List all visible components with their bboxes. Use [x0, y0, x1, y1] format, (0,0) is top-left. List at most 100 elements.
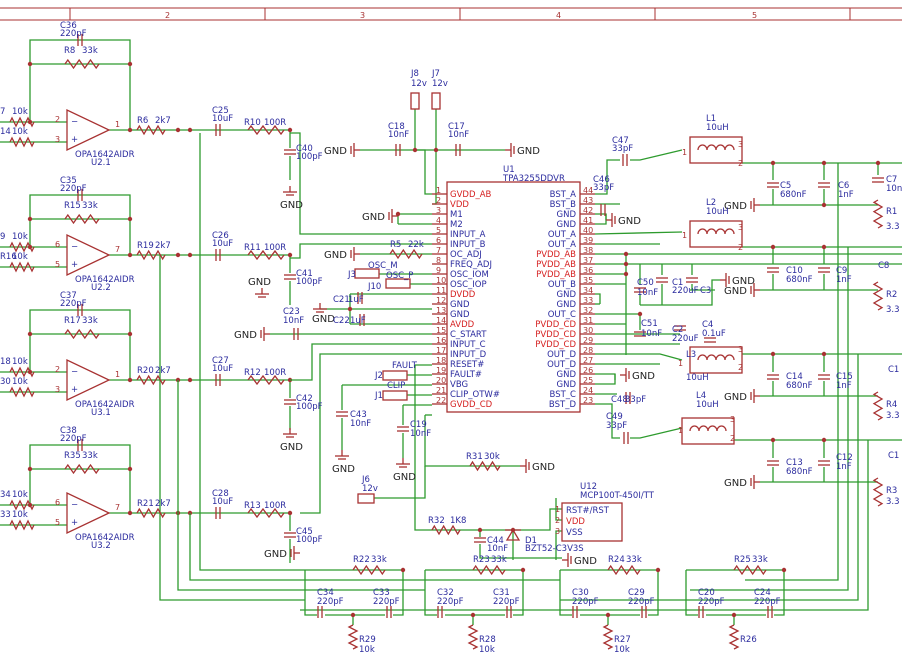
gnd-label: GND [724, 392, 747, 403]
opamp-pin-plus: 3 [55, 385, 60, 394]
resistor-r3 [872, 477, 884, 507]
u12-pin1-num: 1 [555, 505, 560, 514]
input-resistor [9, 499, 35, 511]
junction-dot [623, 251, 629, 257]
u1-pin-num: 31 [583, 316, 593, 325]
wire-layer [0, 39, 902, 625]
u1-pin-num: 32 [583, 306, 593, 315]
u1-pin-num: 24 [583, 386, 593, 395]
gnd-label: GND [324, 250, 347, 261]
inductor-l4 [681, 417, 735, 445]
u1-pin-name: PVDD_CD [535, 330, 576, 340]
label-c47-1: 33pF [612, 144, 633, 154]
label-r15-1: 33k [82, 201, 98, 211]
label-j2-0: J2 [374, 371, 383, 381]
label-c35-0: C35 [60, 176, 77, 186]
label-r30-1: 10k [12, 377, 28, 387]
u1-pin-name: DVDD [450, 290, 476, 300]
label-r32-1: 1K8 [450, 516, 466, 526]
label-c9-0: C9 [836, 266, 847, 276]
label-r24-1: 33k [626, 555, 642, 565]
junction-dot [875, 160, 881, 166]
u1-pin-name: VBG [450, 380, 468, 390]
opamp-plus-sign: + [71, 518, 78, 528]
junction-dot [655, 567, 661, 573]
resistor-r2 [872, 281, 884, 311]
label-c18-1: 10nF [388, 130, 409, 140]
u1-pin-num: 8 [436, 256, 441, 265]
label-c40-0: C40 [296, 144, 313, 154]
label-r35-0: R35 [64, 451, 81, 461]
label-r9-0: 9 [0, 232, 5, 242]
u1-pin-name: INPUT_C [450, 340, 486, 350]
label-c30-0: C30 [572, 588, 589, 598]
label-c10-1: 680nF [786, 275, 813, 285]
label-c7-0: C7 [886, 175, 897, 185]
bottom-resistor [352, 564, 386, 576]
label-r14-1: 10k [12, 127, 28, 137]
u1-pin-num: 11 [436, 286, 446, 295]
input-resistor [9, 241, 35, 253]
label-c33-1: 220pF [373, 597, 400, 607]
gnd-label: GND [632, 371, 655, 382]
wire [630, 149, 683, 161]
u1-pin-num: 16 [436, 336, 446, 345]
u1-pin-num: 12 [436, 296, 446, 305]
u1-pin-name: BST_C [550, 390, 577, 400]
junction-dot [27, 216, 33, 222]
u1-pin-num: 29 [583, 336, 593, 345]
junction-dot [623, 261, 629, 267]
u1-pin-name: FAULT# [450, 370, 482, 380]
junction-dot [187, 252, 193, 258]
u1-pin-name: BST_D [549, 400, 577, 410]
u1-pin-num: 34 [583, 286, 593, 295]
label-j10-0: J10 [367, 282, 381, 292]
wire [595, 373, 616, 380]
u1-pin-name: AVDD [450, 320, 475, 330]
input-resistor [9, 366, 35, 378]
wire [290, 343, 432, 381]
junction-dot [433, 147, 439, 153]
label-r17-1: 33k [82, 316, 98, 326]
label-c42-0: C42 [296, 394, 313, 404]
series-resistor [136, 124, 166, 136]
label-r12-1: 100R [264, 368, 286, 378]
opamp-ref: U3.2 [91, 541, 111, 551]
u1-pin-num: 4 [436, 216, 441, 225]
label-c20-1: 220pF [698, 597, 725, 607]
opamp-plus-sign: + [71, 385, 78, 395]
opamp-ref: U2.1 [91, 158, 111, 168]
label-c20-0: C20 [698, 588, 715, 598]
u1-pin-num: 40 [583, 226, 593, 235]
label-r29-1: 10k [359, 645, 375, 655]
input-resistor [9, 519, 35, 531]
u1-pin-name: GND [557, 210, 577, 220]
opamp-minus-sign: − [71, 117, 78, 127]
opamp-minus-sign: − [71, 367, 78, 377]
pin-2: 2 [730, 434, 735, 443]
label-l2-1: 10uH [706, 207, 729, 217]
label-c32-0: C32 [437, 588, 454, 598]
label-c10-0: C10 [786, 266, 803, 276]
series-resistor [136, 249, 166, 261]
opamp-pin-minus: 2 [55, 115, 60, 124]
label-c17-0: C17 [448, 122, 465, 132]
label-j6-1: 12v [362, 484, 378, 494]
pin-1: 1 [678, 359, 683, 368]
u1-pin-name: GVDD_AB [450, 190, 492, 200]
label-r6-1: 2k7 [155, 116, 171, 126]
label-c37-1: 220pF [60, 299, 87, 309]
junction-dot [127, 377, 133, 383]
label-l3-0: L3 [686, 350, 696, 360]
label-r24-0: R24 [608, 555, 625, 565]
label-r4-1: 3.3 [886, 411, 900, 421]
inductor-l2 [689, 220, 743, 248]
u1-pin-name: RESET# [450, 360, 484, 370]
feedback-resistor [64, 213, 100, 225]
junction-dot [731, 612, 737, 618]
wire [290, 243, 432, 259]
label-r26-0: R26 [740, 635, 757, 645]
label-r4-0: R4 [886, 400, 897, 410]
